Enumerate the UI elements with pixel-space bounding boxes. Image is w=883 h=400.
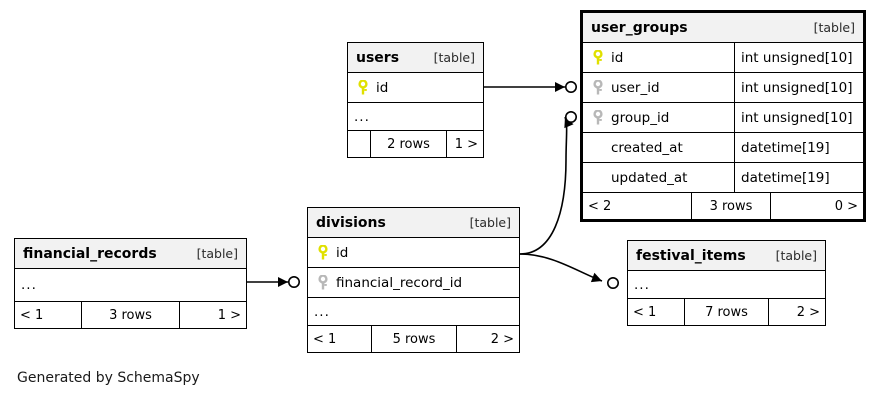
more-columns-indicator: ... (308, 298, 519, 326)
table-kind-label: [table] (196, 246, 238, 261)
more-columns-indicator: ... (628, 271, 825, 299)
table-footer-financial-records: < 1 3 rows 1 > (15, 302, 246, 328)
column-name-cell: updated_at (583, 163, 734, 192)
column-name-cell: id (348, 73, 483, 102)
next-page-button[interactable]: 2 > (490, 331, 514, 347)
column-name-text: id (611, 49, 624, 66)
foreign-key-icon (589, 79, 607, 96)
row-count-label: 7 rows (684, 299, 769, 325)
edge-users-to-user-groups (484, 81, 577, 94)
table-row[interactable]: id int unsigned[10] (583, 43, 863, 73)
table-header-divisions: divisions [table] (308, 208, 519, 238)
table-footer-users: 2 rows 1 > (348, 131, 483, 157)
prev-page-button[interactable]: < 1 (20, 307, 44, 323)
row-count-label: 5 rows (371, 326, 457, 352)
table-title: financial_records (23, 245, 157, 262)
table-kind-label: [table] (469, 215, 511, 230)
table-row[interactable]: id (308, 238, 519, 268)
primary-key-icon (314, 244, 332, 261)
edge-financial-records-to-divisions (247, 275, 300, 288)
row-count-label: 2 rows (370, 131, 447, 157)
prev-page-button[interactable]: < 1 (313, 331, 337, 347)
row-count-label: 3 rows (691, 193, 771, 219)
table-row[interactable]: created_at datetime[19] (583, 133, 863, 163)
column-name-cell: user_id (583, 73, 734, 102)
table-header-financial-records: financial_records [table] (15, 239, 246, 269)
column-type-cell: int unsigned[10] (734, 73, 863, 102)
next-page-button[interactable]: 1 > (454, 136, 478, 152)
table-row[interactable]: group_id int unsigned[10] (583, 103, 863, 133)
column-type-cell: int unsigned[10] (734, 43, 863, 72)
table-kind-label: [table] (775, 248, 817, 263)
primary-key-icon (354, 79, 372, 96)
table-node-festival-items[interactable]: festival_items [table] ... < 1 7 rows 2 … (627, 240, 826, 326)
column-type-cell: datetime[19] (734, 133, 863, 162)
next-page-button[interactable]: 0 > (834, 198, 858, 214)
table-node-financial-records[interactable]: financial_records [table] ... < 1 3 rows… (14, 238, 247, 329)
foreign-key-icon (314, 274, 332, 291)
primary-key-icon (589, 49, 607, 66)
column-name-text: group_id (611, 109, 670, 126)
next-page-button[interactable]: 2 > (796, 304, 820, 320)
edge-divisions-to-festival-items (519, 253, 619, 289)
more-columns-indicator: ... (15, 269, 246, 302)
table-row[interactable]: financial_record_id (308, 268, 519, 298)
column-name-text: id (336, 244, 349, 261)
table-footer-user-groups: < 2 3 rows 0 > (583, 193, 863, 219)
table-title: divisions (316, 214, 386, 231)
prev-page-button[interactable] (348, 131, 370, 157)
table-kind-label: [table] (433, 50, 475, 65)
table-row[interactable]: updated_at datetime[19] (583, 163, 863, 193)
table-kind-label: [table] (813, 20, 855, 35)
column-type-cell: datetime[19] (734, 163, 863, 192)
column-name-cell: financial_record_id (308, 268, 519, 297)
column-name-text: id (376, 79, 389, 96)
table-header-festival-items: festival_items [table] (628, 241, 825, 271)
next-page-button[interactable]: 1 > (217, 307, 241, 323)
column-name-cell: id (583, 43, 734, 72)
row-count-label: 3 rows (81, 302, 180, 328)
prev-page-button[interactable]: < 2 (588, 198, 612, 214)
table-title: user_groups (591, 19, 688, 36)
prev-page-button[interactable]: < 1 (633, 304, 657, 320)
foreign-key-icon (589, 109, 607, 126)
table-row[interactable]: user_id int unsigned[10] (583, 73, 863, 103)
table-title: festival_items (636, 247, 746, 264)
column-name-cell: group_id (583, 103, 734, 132)
table-row[interactable]: id (348, 73, 483, 103)
table-header-users: users [table] (348, 43, 483, 73)
table-footer-festival-items: < 1 7 rows 2 > (628, 299, 825, 325)
column-name-cell: created_at (583, 133, 734, 162)
column-name-text: created_at (611, 139, 683, 156)
edge-divisions-to-user-groups (519, 111, 577, 255)
generated-by-caption: Generated by SchemaSpy (17, 370, 200, 386)
table-title: users (356, 49, 400, 66)
column-name-text: user_id (611, 79, 660, 96)
column-type-cell: int unsigned[10] (734, 103, 863, 132)
column-name-text: updated_at (611, 169, 688, 186)
table-node-user-groups[interactable]: user_groups [table] id int unsigned[10] (580, 10, 866, 222)
table-node-divisions[interactable]: divisions [table] id (307, 207, 520, 353)
column-name-text: financial_record_id (336, 274, 463, 291)
table-footer-divisions: < 1 5 rows 2 > (308, 326, 519, 352)
more-columns-indicator: ... (348, 103, 483, 131)
table-header-user-groups: user_groups [table] (583, 13, 863, 43)
column-name-cell: id (308, 238, 519, 267)
table-node-users[interactable]: users [table] id ... 2 rows 1 > (347, 42, 484, 158)
